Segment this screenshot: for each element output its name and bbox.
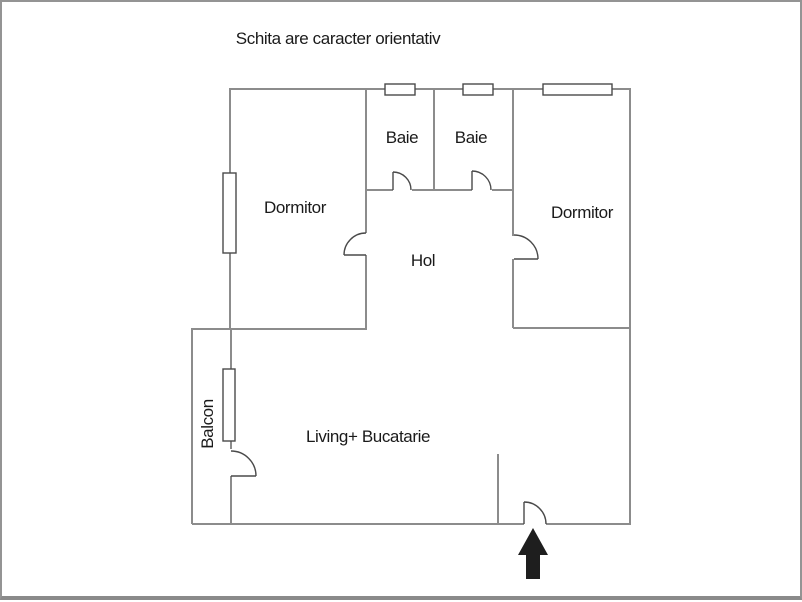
window-dormitor-right-icon [542, 83, 613, 96]
room-label-baie-right: Baie [455, 128, 487, 147]
room-label-hol: Hol [411, 251, 435, 270]
windows [222, 83, 613, 442]
door-dormitor-left-icon [343, 232, 367, 256]
door-baie-right-icon [471, 170, 492, 191]
window-baie-right-icon [462, 83, 494, 96]
window-dormitor-left-icon [222, 172, 237, 254]
up-arrow-entrance-icon [518, 528, 548, 579]
labels: Schita are caracter orientativ Dormitor … [198, 29, 614, 449]
door-entrance-icon [523, 501, 547, 525]
door-dormitor-right-icon [513, 234, 539, 260]
room-label-balcon: Balcon [198, 399, 217, 449]
door-baie-left-icon [392, 171, 412, 191]
room-label-baie-left: Baie [386, 128, 418, 147]
room-label-living: Living+ Bucatarie [306, 427, 430, 446]
window-balcon-icon [222, 368, 236, 442]
window-baie-left-icon [384, 83, 416, 96]
room-label-dormitor-left: Dormitor [264, 198, 327, 217]
walls [191, 88, 631, 525]
door-balcon-icon [230, 450, 257, 477]
page-title: Schita are caracter orientativ [236, 29, 441, 48]
doors [230, 170, 547, 525]
room-label-dormitor-right: Dormitor [551, 203, 614, 222]
